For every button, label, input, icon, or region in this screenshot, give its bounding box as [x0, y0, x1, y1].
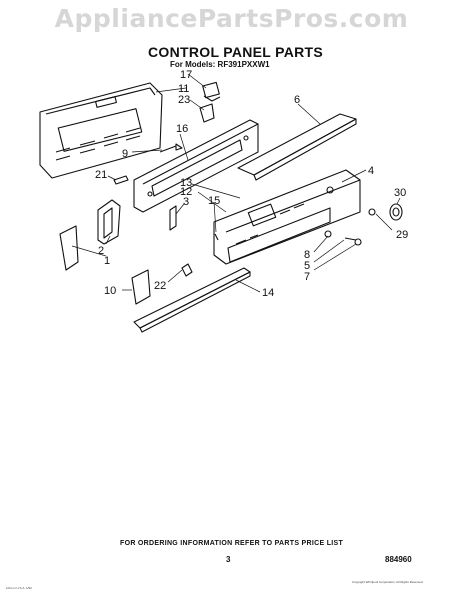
callout-11: 11 [178, 83, 189, 95]
knob-part-30 [389, 203, 403, 221]
screw-parts-8-5-7 [324, 230, 362, 246]
callout-13: 13 [180, 177, 192, 189]
bushing-part-29 [368, 208, 376, 216]
callout-6: 6 [294, 94, 300, 106]
page-number: 3 [226, 555, 231, 564]
screw-part-9 [159, 143, 183, 153]
callout-7: 7 [304, 271, 310, 283]
fine-print-left: Litho in U.S.A. 1/92 [6, 586, 32, 590]
callout-5: 5 [304, 260, 310, 272]
model-line: For Models: RF391PXXW1 [170, 60, 270, 69]
clip-part-22 [181, 263, 193, 277]
trim-strip-part-14 [133, 267, 251, 333]
callout-29: 29 [396, 229, 408, 241]
trim-strip-part-6 [237, 113, 357, 181]
callout-15: 15 [208, 195, 220, 207]
callout-9: 9 [122, 148, 128, 160]
screw-part-15 [214, 233, 219, 241]
document-number: 884960 [385, 555, 412, 564]
callout-14: 14 [262, 287, 274, 299]
callout-10: 10 [104, 285, 116, 297]
control-panel-housing-part-16 [133, 119, 259, 213]
clip-part-21 [113, 175, 129, 185]
switch-part-17 [202, 81, 221, 102]
fine-print-right: Copyright Whirlpool Corporation. All Rig… [352, 580, 424, 584]
leader-lines [71, 73, 401, 293]
lower-panel [227, 207, 331, 263]
callout-2: 2 [98, 245, 104, 257]
callout-labels: 17 11 23 6 16 9 4 21 13 12 3 15 30 29 2 … [95, 69, 408, 299]
callout-23: 23 [178, 94, 190, 106]
bracket-part-23 [199, 103, 215, 123]
callout-17: 17 [180, 69, 192, 81]
callout-12: 12 [180, 186, 192, 198]
bracket-part-10 [131, 269, 151, 305]
callout-21: 21 [95, 169, 107, 181]
callout-16: 16 [176, 123, 188, 135]
end-trim-part-1 [59, 225, 79, 271]
ordering-note: FOR ORDERING INFORMATION REFER TO PARTS … [120, 540, 344, 547]
callout-3: 3 [183, 196, 189, 208]
diagram-title: CONTROL PANEL PARTS [148, 44, 324, 60]
callout-4: 4 [368, 165, 374, 177]
callout-22: 22 [154, 280, 166, 292]
backguard-panel [39, 82, 163, 179]
watermark: AppliancePartsPros.com [54, 4, 409, 33]
bracket-part-3 [169, 205, 177, 231]
control-panel-part-13 [213, 169, 361, 265]
end-cap-part-2 [97, 199, 121, 245]
callout-30: 30 [394, 187, 406, 199]
callout-8: 8 [304, 249, 310, 261]
callout-1: 1 [104, 255, 110, 267]
